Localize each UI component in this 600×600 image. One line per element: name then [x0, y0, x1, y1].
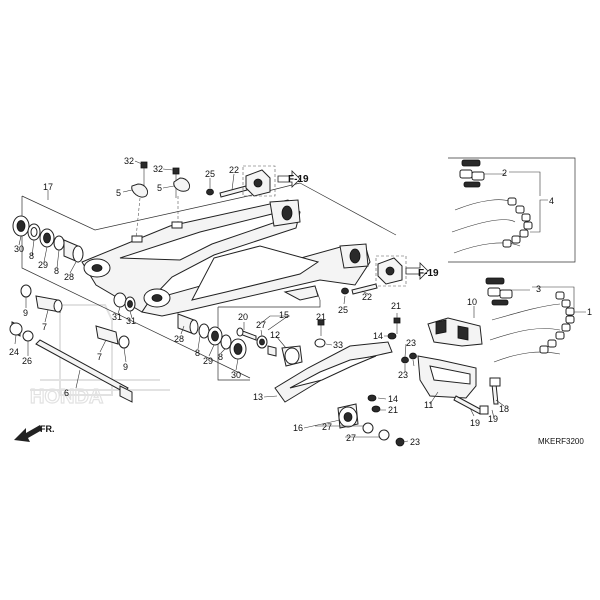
callout-4: 4: [549, 196, 554, 206]
callout-26: 26: [22, 356, 32, 366]
top-bolts-clips: [131, 161, 191, 239]
subassembly-frame: [217, 300, 321, 381]
callout-29: 29: [38, 260, 48, 270]
callout-14: 14: [373, 331, 383, 341]
callout-21: 21: [388, 405, 398, 415]
drive-chain-top: [448, 157, 576, 263]
callout-24: 24: [9, 347, 19, 357]
callout-27: 27: [256, 320, 266, 330]
callouts: 32 32 5 5 25 22 17 30 8 29 8 28 9 7 31 3…: [9, 156, 592, 447]
callout-7: 7: [42, 322, 47, 332]
callout-32: 32: [153, 164, 163, 174]
ref-f19-mid: F-19: [418, 268, 439, 279]
callout-8: 8: [195, 348, 200, 358]
honda-watermark: HONDA: [29, 304, 170, 409]
callout-21: 21: [316, 312, 326, 322]
callout-10: 10: [467, 297, 477, 307]
callout-30: 30: [14, 244, 24, 254]
right-bearing-stack: [177, 313, 247, 360]
adjuster-top: [206, 165, 301, 198]
drive-chain-bottom: [485, 277, 575, 363]
callout-30: 30: [231, 370, 241, 380]
callout-28: 28: [64, 272, 74, 282]
callout-20: 20: [238, 312, 248, 322]
watermark-text: HONDA: [30, 386, 103, 408]
callout-31: 31: [126, 316, 136, 326]
callout-15: 15: [279, 310, 289, 320]
diagram-code: MKERF3200: [538, 437, 584, 446]
callout-23: 23: [406, 338, 416, 348]
callout-18: 18: [499, 404, 509, 414]
callout-11: 11: [424, 400, 433, 410]
collars-left: [20, 284, 136, 313]
callout-17: 17: [43, 182, 53, 192]
swingarm: [81, 199, 371, 317]
callout-8: 8: [29, 251, 34, 261]
callout-2: 2: [502, 168, 507, 178]
link-hardware: [236, 327, 303, 367]
callout-22: 22: [362, 292, 372, 302]
chain-slider: [274, 341, 393, 403]
callout-31: 31: [112, 312, 122, 322]
callout-8: 8: [54, 266, 59, 276]
callout-5: 5: [116, 188, 121, 198]
callout-8: 8: [218, 352, 223, 362]
pivot-bolt: [9, 321, 133, 403]
callout-21: 21: [391, 301, 401, 311]
ref-f19-top: F-19: [288, 174, 309, 185]
callout-3: 3: [536, 284, 541, 294]
callout-9: 9: [123, 362, 128, 372]
guide-hardware: [401, 352, 501, 415]
adjuster-mid: [341, 255, 429, 295]
leader-lines: [14, 160, 586, 443]
callout-25: 25: [205, 169, 215, 179]
callout-29: 29: [203, 356, 213, 366]
slider-hardware: [314, 317, 401, 348]
callout-9: 9: [23, 308, 28, 318]
callout-33: 33: [333, 340, 343, 350]
front-direction-arrow: FR.: [14, 424, 55, 442]
callout-22: 22: [229, 165, 239, 175]
callout-32: 32: [124, 156, 134, 166]
callout-19: 19: [488, 414, 498, 424]
callout-13: 13: [253, 392, 263, 402]
callout-28: 28: [174, 334, 184, 344]
callout-25: 25: [338, 305, 348, 315]
callout-12: 12: [270, 330, 280, 340]
callout-27: 27: [346, 433, 356, 443]
callout-23: 23: [398, 370, 408, 380]
callout-1: 1: [587, 307, 592, 317]
left-bearing-stack: [12, 215, 84, 263]
chain-guide: [417, 317, 483, 399]
chain-roller: [337, 394, 405, 447]
callout-6: 6: [64, 388, 69, 398]
callout-14: 14: [388, 394, 398, 404]
front-label: FR.: [40, 424, 55, 434]
callout-16: 16: [293, 423, 303, 433]
callout-5: 5: [157, 183, 162, 193]
callout-7: 7: [97, 352, 102, 362]
callout-27: 27: [322, 422, 332, 432]
callout-23: 23: [410, 437, 420, 447]
callout-19: 19: [470, 418, 480, 428]
